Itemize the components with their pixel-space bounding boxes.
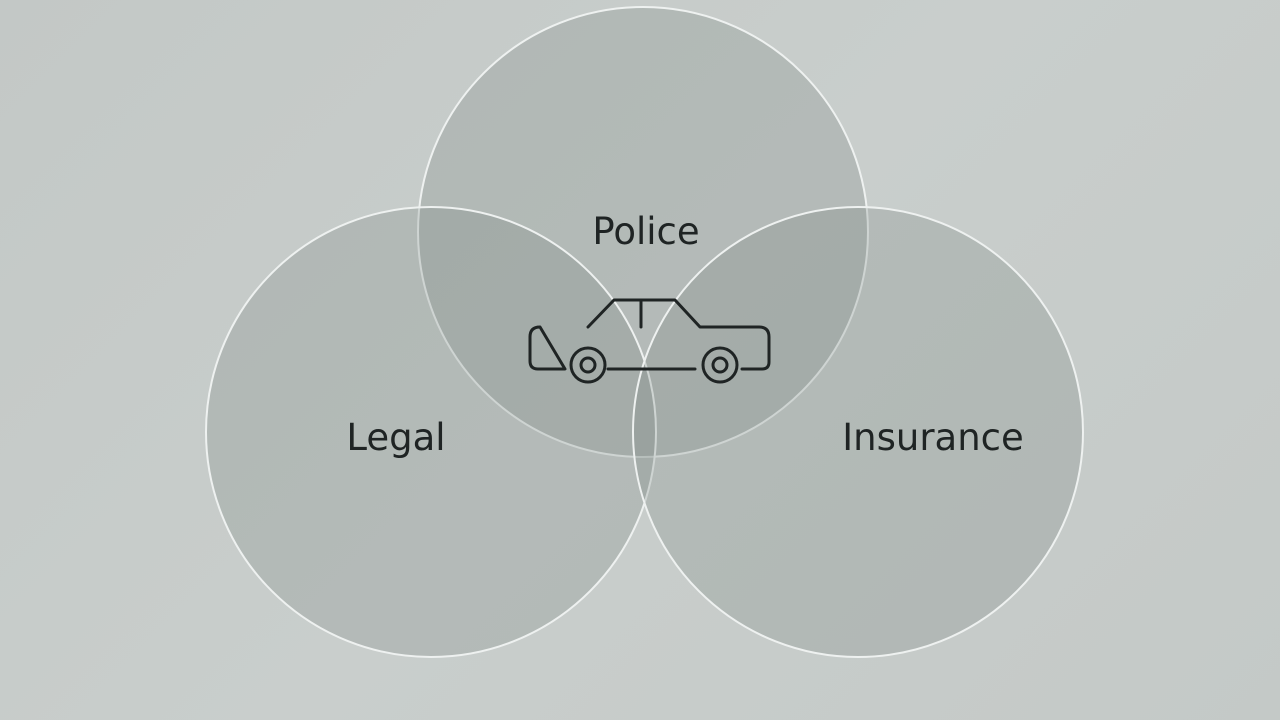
- label-legal: Legal: [346, 416, 445, 459]
- car-icon: [528, 298, 771, 384]
- label-insurance: Insurance: [842, 416, 1024, 459]
- label-police: Police: [592, 210, 699, 253]
- circle-legal: [205, 206, 657, 658]
- circle-insurance: [632, 206, 1084, 658]
